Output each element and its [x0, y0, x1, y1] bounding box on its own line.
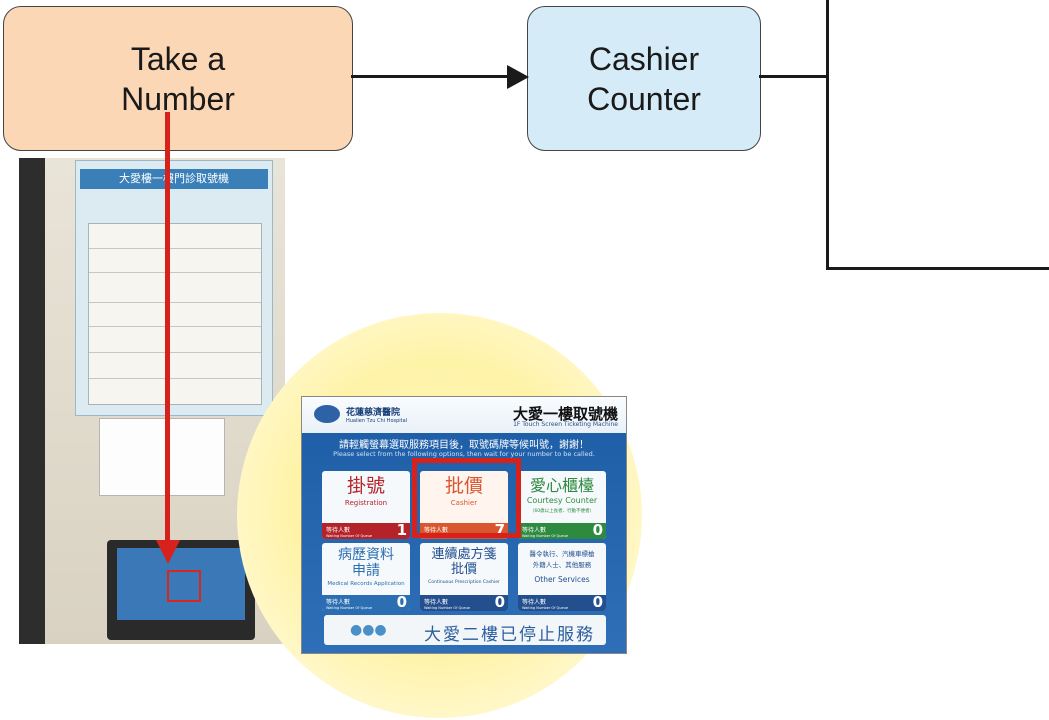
screen-subtitle: 1F Touch Screen Ticketing Machine [513, 421, 618, 428]
queue-ticket-sticker [99, 418, 225, 496]
instruction-en: Please select from the following options… [333, 450, 595, 458]
red-arrowhead [156, 540, 180, 564]
poster-title: 大愛樓一樓門診取號機 [80, 169, 268, 189]
second-floor-button[interactable]: ●●● 大愛二樓已停止服務 [324, 615, 606, 645]
continuous-queue-bar: 等待人數 Waiting Number Of Queue 0 [420, 593, 508, 611]
other-services-label-cn: 醫令執行、汽機車標槍 外籍人士、其他服務 [529, 550, 595, 569]
connector-bottom [826, 267, 1049, 270]
photo-pillar [19, 158, 45, 644]
cashier-counter-box: Cashier Counter [527, 6, 761, 151]
second-floor-label: 大愛二樓已停止服務 [424, 625, 595, 645]
courtesy-queue-bar: 等待人數 Waiting Number Of Queue 0 [518, 521, 606, 539]
courtesy-label-en: Courtesy Counter [526, 496, 598, 505]
registration-button[interactable]: 掛號 Registration 等待人數 Waiting Number Of Q… [322, 471, 410, 539]
courtesy-note: （60歲以上長者、行動不便者） [529, 509, 595, 514]
take-a-number-box: Take a Number [3, 6, 353, 151]
medical-records-button[interactable]: 病歷資料 申請 Medical Records Application 等待人數… [322, 543, 410, 611]
hospital-logo-icon [314, 405, 340, 423]
medical-records-count: 0 [396, 593, 407, 611]
medical-records-label-cn: 病歷資料 申請 [338, 547, 394, 579]
other-services-button[interactable]: 醫令執行、汽機車標槍 外籍人士、其他服務 Other Services 等待人數… [518, 543, 606, 611]
courtesy-label-cn: 愛心櫃檯 [529, 476, 594, 495]
registration-label-cn: 掛號 [346, 475, 385, 497]
registration-queue-bar: 等待人數 Waiting Number Of Queue 1 [322, 521, 410, 539]
other-services-label-en: Other Services [534, 575, 590, 584]
poster-table [88, 223, 262, 405]
connector-vertical [826, 0, 829, 270]
medical-records-queue-bar: 等待人數 Waiting Number Of Queue 0 [322, 593, 410, 611]
ticketing-screen: 花蓮慈濟醫院 Hualien Tzu Chi Hospital 大愛一樓取號機 … [301, 396, 627, 654]
screen-body: 請輕觸螢幕選取服務項目後，取號碼牌等候叫號，謝謝！ Please select … [302, 433, 626, 653]
kiosk-small-screen [117, 548, 245, 620]
continuous-prescription-button[interactable]: 連續處方箋 批價 Continuous Prescription Cashier… [420, 543, 508, 611]
people-icon: ●●● [350, 622, 387, 638]
medical-records-label-en: Medical Records Application [327, 581, 405, 587]
arrowhead-to-cashier [507, 65, 529, 89]
instruction-poster: 大愛樓一樓門診取號機 [75, 160, 273, 416]
other-services-count: 0 [592, 593, 603, 611]
courtesy-count: 0 [592, 521, 603, 539]
registration-label-en: Registration [344, 499, 388, 507]
connector-take-to-cashier [351, 75, 511, 78]
kiosk-machine [107, 540, 255, 640]
cashier-label-cn: 批價 [444, 475, 483, 497]
continuous-count: 0 [494, 593, 505, 611]
cashier-label-en: Cashier [450, 499, 478, 507]
cashier-count: 7 [494, 521, 505, 539]
kiosk-photo: 大愛樓一樓門診取號機 [19, 158, 285, 644]
courtesy-counter-button[interactable]: 愛心櫃檯 Courtesy Counter （60歲以上長者、行動不便者） 等待… [518, 471, 606, 539]
screen-title: 大愛一樓取號機 [512, 405, 618, 423]
kiosk-highlight-box [167, 570, 201, 602]
hospital-name-en: Hualien Tzu Chi Hospital [346, 418, 408, 424]
cashier-highlight [412, 458, 521, 538]
connector-cashier-out [759, 75, 829, 78]
other-services-queue-bar: 等待人數 Waiting Number Of Queue 0 [518, 593, 606, 611]
instruction-cn: 請輕觸螢幕選取服務項目後，取號碼牌等候叫號，謝謝！ [339, 440, 589, 451]
screen-header: 花蓮慈濟醫院 Hualien Tzu Chi Hospital 大愛一樓取號機 … [302, 397, 626, 433]
registration-count: 1 [396, 521, 407, 539]
hospital-name-cn: 花蓮慈濟醫院 [346, 408, 401, 418]
continuous-label-en: Continuous Prescription Cashier [428, 580, 500, 585]
red-arrow-line [165, 112, 170, 544]
continuous-label-cn: 連續處方箋 批價 [431, 547, 497, 577]
